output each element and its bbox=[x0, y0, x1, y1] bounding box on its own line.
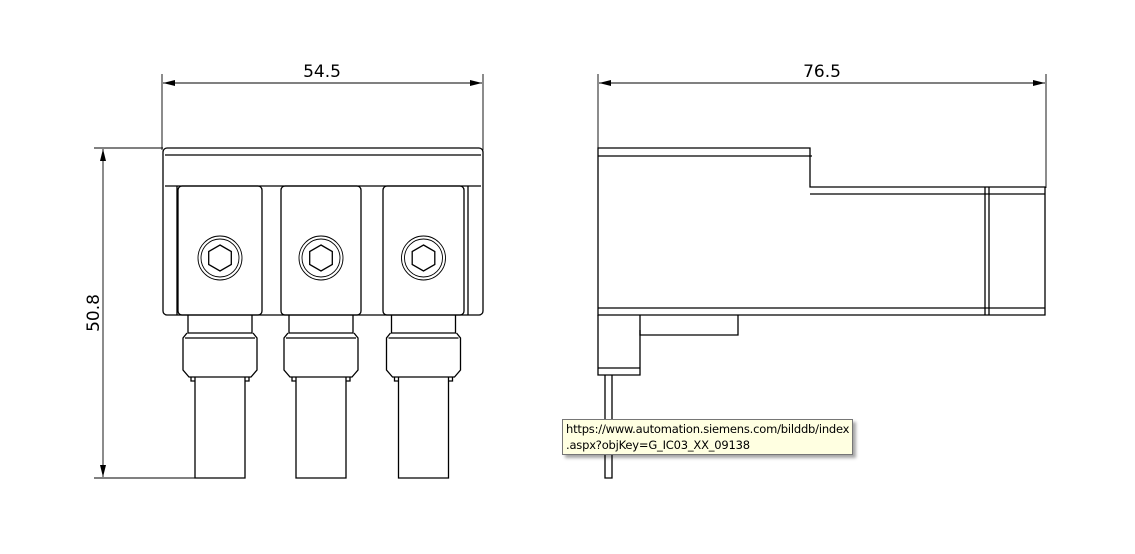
screw-icon bbox=[197, 235, 243, 281]
width-dimension-label: 54.5 bbox=[303, 62, 341, 82]
tooltip-line-1: https://www.automation.siemens.com/bildd… bbox=[566, 422, 850, 436]
tooltip-line-2: .aspx?objKey=G_IC03_XX_09138 bbox=[566, 438, 750, 452]
height-dimension-label: 50.8 bbox=[84, 294, 104, 332]
screw-icon bbox=[401, 235, 446, 281]
url-tooltip: https://www.automation.siemens.com/bildd… bbox=[562, 419, 853, 455]
front-view: 54.5 50.8 bbox=[84, 62, 484, 479]
screw-icon bbox=[298, 235, 344, 281]
wire-icon bbox=[295, 377, 347, 479]
side-width-dimension-label: 76.5 bbox=[803, 62, 841, 82]
wire-icon bbox=[194, 377, 246, 479]
side-view: 76.5 bbox=[597, 62, 1047, 479]
terminal-block bbox=[177, 185, 263, 316]
terminal-block bbox=[280, 185, 362, 316]
terminal-block bbox=[382, 185, 465, 316]
wire-icon bbox=[397, 377, 450, 479]
